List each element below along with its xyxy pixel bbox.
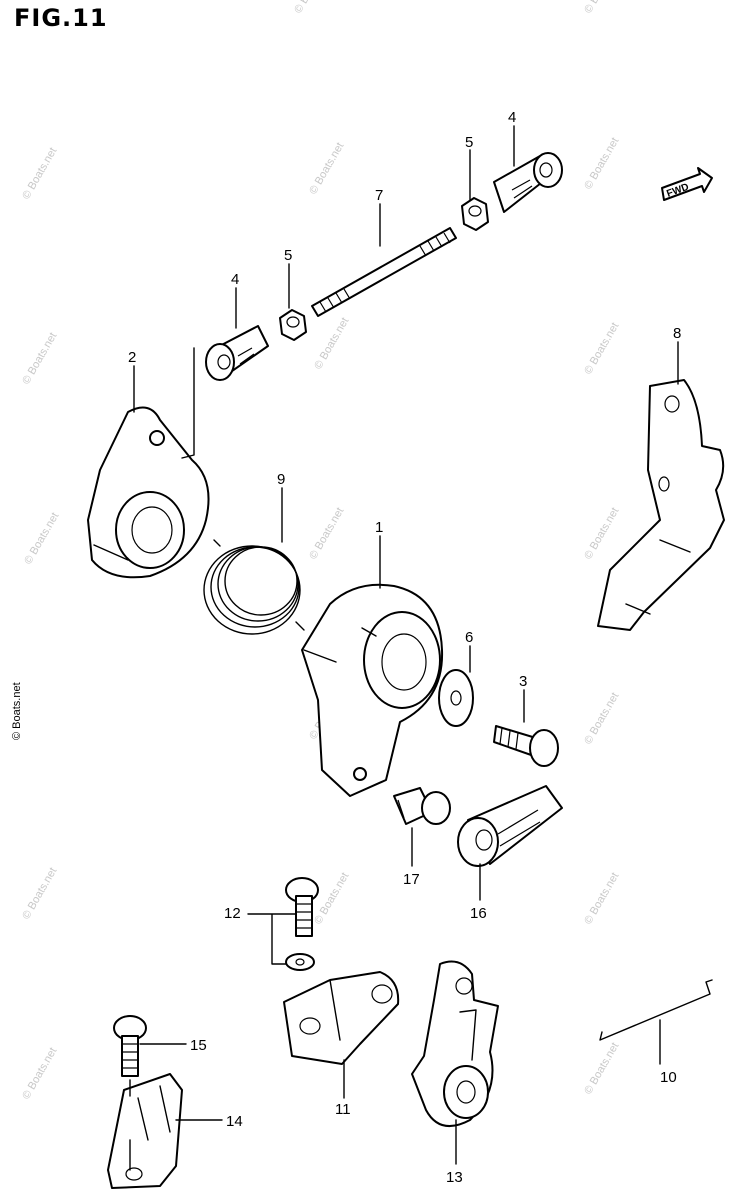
watermark: © Boats.net	[22, 511, 61, 567]
washer-part-12	[285, 953, 315, 971]
lever-cam-part-2	[87, 406, 210, 579]
bolt-part-3	[493, 725, 559, 767]
callout-14: 14	[226, 1113, 243, 1130]
watermark: © Boats.net	[582, 871, 621, 927]
callout-5-lower: 5	[284, 247, 292, 264]
callout-13: 13	[446, 1169, 463, 1186]
callout-11: 11	[335, 1101, 351, 1118]
watermark: © Boats.net	[20, 866, 59, 922]
throttle-lever-part-1	[301, 583, 444, 797]
callout-10: 10	[660, 1069, 677, 1086]
watermark-vertical: © Boats.net	[11, 682, 23, 740]
watermark: © Boats.net	[312, 316, 351, 372]
callout-7: 7	[375, 187, 383, 204]
rod-end-part-4-lower	[205, 325, 269, 381]
watermark: © Boats.net	[582, 691, 621, 747]
callout-12: 12	[224, 905, 241, 922]
callout-17: 17	[403, 871, 420, 888]
torsion-spring-part-9	[203, 539, 305, 635]
watermark: © Boats.net	[582, 321, 621, 377]
watermark: © Boats.net	[582, 136, 621, 192]
leader-rod-to-cam	[181, 347, 195, 459]
rod-end-part-4-upper	[493, 152, 563, 213]
wire-link-part-10	[599, 979, 713, 1041]
leader-lines	[133, 125, 679, 1165]
callout-6: 6	[465, 629, 473, 646]
figure-title: FIG.11	[14, 4, 108, 32]
bracket-part-8	[597, 379, 725, 631]
link-part-11	[283, 971, 400, 1065]
ball-stud-part-17	[393, 787, 451, 825]
nut-part-5-lower	[279, 309, 307, 341]
watermark: © Boats.net	[307, 506, 346, 562]
bolt-part-12	[285, 877, 319, 937]
watermark: © Boats.net	[292, 0, 331, 16]
threaded-rod-part-7	[311, 227, 457, 317]
watermark: © Boats.net	[20, 146, 59, 202]
watermark: © Boats.net	[582, 0, 621, 16]
fwd-arrow-icon: FWD	[661, 167, 713, 201]
callout-15: 15	[190, 1037, 207, 1054]
callout-4-upper: 4	[508, 109, 516, 126]
washer-part-6	[438, 669, 474, 727]
nut-part-5-upper	[461, 197, 489, 231]
leader-12	[247, 913, 297, 965]
ball-joint-part-16	[457, 785, 563, 867]
callout-1: 1	[375, 519, 383, 536]
callout-labels: 4 5 7 5 4 2 8 9 1 6 3 17 16 12 15 10 11 …	[128, 109, 681, 1186]
watermark: © Boats.net	[582, 1041, 621, 1097]
callout-2: 2	[128, 349, 136, 366]
watermark: © Boats.net	[20, 331, 59, 387]
clip-part-14	[107, 1073, 183, 1189]
lever-arm-part-13	[411, 960, 499, 1128]
watermark: © Boats.net	[312, 871, 351, 927]
watermark: © Boats.net	[582, 506, 621, 562]
watermark: © Boats.net	[20, 1046, 59, 1102]
callout-4-lower: 4	[231, 271, 239, 288]
callout-8: 8	[673, 325, 681, 342]
watermark: © Boats.net	[307, 141, 346, 197]
bolt-part-15	[113, 1015, 147, 1077]
callout-3: 3	[519, 673, 527, 690]
callout-9: 9	[277, 471, 285, 488]
callout-16: 16	[470, 905, 487, 922]
callout-5-upper: 5	[465, 134, 473, 151]
